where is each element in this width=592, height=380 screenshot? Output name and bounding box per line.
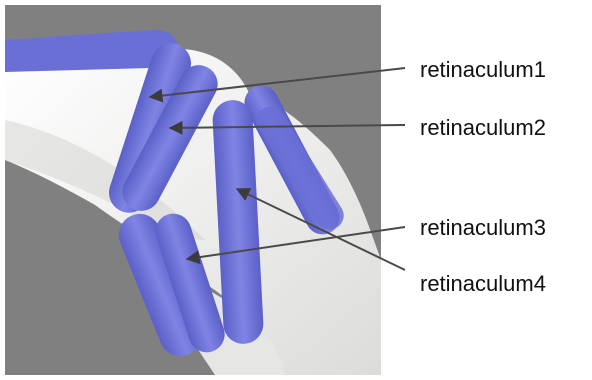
label-retinaculum1: retinaculum1 [420,57,546,82]
label-retinaculum4: retinaculum4 [420,271,546,296]
labels: retinaculum1 retinaculum2 retinaculum3 r… [420,57,546,296]
label-retinaculum2: retinaculum2 [420,115,546,140]
label-retinaculum3: retinaculum3 [420,215,546,240]
